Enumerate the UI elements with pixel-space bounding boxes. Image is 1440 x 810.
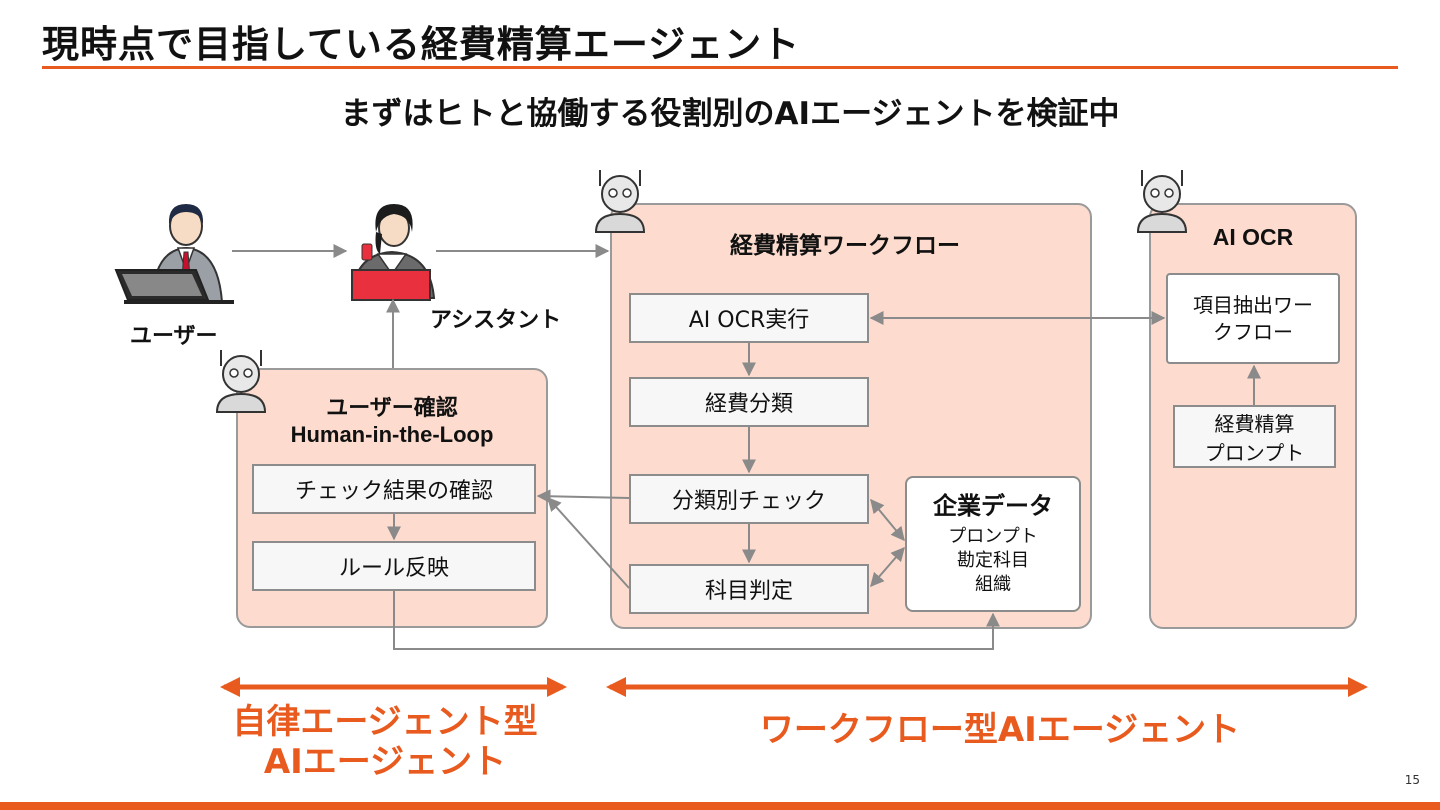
autonomous-agent-label: 自律エージェント型 AIエージェント	[200, 702, 570, 782]
workflow-title: 経費精算ワークフロー	[730, 233, 960, 259]
assistant-label: アシスタント	[430, 308, 562, 333]
autonomous-agent-line: 自律エージェント型	[232, 702, 538, 742]
company-data-item: プロンプト	[948, 525, 1038, 547]
businessman-laptop-icon	[112, 198, 236, 306]
assistant-woman-phone-icon	[344, 198, 440, 302]
workflow-agent-label: ワークフロー型AIエージェント	[759, 710, 1241, 750]
expense-prompt-line: プロンプト	[1204, 440, 1305, 465]
autonomous-agent-line: AIエージェント	[263, 742, 507, 783]
category-check-box: 分類別チェック	[629, 474, 869, 524]
user-label: ユーザー	[130, 324, 218, 349]
extract-workflow-line: 項目抽出ワー	[1193, 292, 1313, 317]
rule-apply-box: ルール反映	[252, 541, 536, 591]
account-judge-box: 科目判定	[629, 564, 869, 614]
page-title: 現時点で目指している経費精算エージェント	[42, 23, 801, 66]
ocr-run-box: AI OCR実行	[629, 293, 869, 343]
page-subtitle: まずはヒトと協働する役割別のAIエージェントを検証中	[340, 96, 1120, 132]
judge-to-review-arrow	[547, 496, 630, 589]
human-loop-subtitle: Human-in-the-Loop	[290, 422, 494, 447]
page-number: 15	[1404, 773, 1420, 787]
expense-classify-box: 経費分類	[629, 377, 869, 427]
robot-icon	[213, 348, 269, 414]
extract-workflow-line: クフロー	[1213, 319, 1293, 344]
title-underline	[42, 66, 1398, 69]
check-to-review-arrow	[536, 489, 630, 504]
company-data-item: 組織	[975, 574, 1011, 596]
rule-to-company-arrow	[393, 591, 1000, 650]
check-company-arrow	[870, 498, 905, 542]
company-data-box: 企業データ プロンプト 勘定科目 組織	[905, 476, 1081, 612]
ai-ocr-title: AI OCR	[1212, 224, 1294, 250]
expense-prompt-line: 経費精算	[1214, 411, 1295, 436]
robot-icon	[1134, 168, 1190, 234]
company-data-item: 勘定科目	[957, 550, 1029, 572]
check-result-box: チェック結果の確認	[252, 464, 536, 514]
extract-workflow-box: 項目抽出ワー クフロー	[1166, 273, 1340, 364]
judge-company-arrow	[870, 546, 905, 588]
human-loop-title: ユーザー確認	[326, 396, 458, 421]
footer-bar	[0, 802, 1440, 810]
expense-prompt-box: 経費精算 プロンプト	[1173, 405, 1336, 468]
robot-icon	[592, 168, 648, 234]
company-data-title: 企業データ	[933, 492, 1053, 521]
